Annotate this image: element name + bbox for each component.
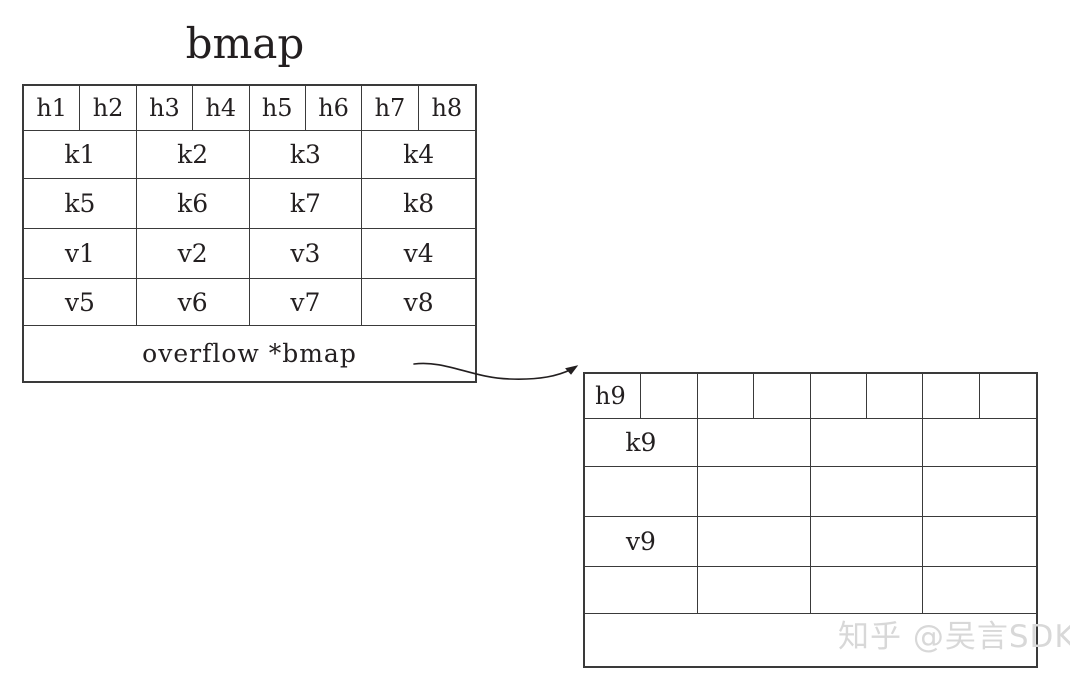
tophash-row: h1 h2 h3 h4 h5 h6 h7 h8 xyxy=(24,86,475,131)
key-cell-k2: k2 xyxy=(137,131,250,178)
tophash-cell-h4: h4 xyxy=(193,86,250,130)
tophash-cell-7 xyxy=(923,374,980,418)
key-cell-7 xyxy=(811,467,924,516)
value-cell-v6: v6 xyxy=(137,279,250,325)
tophash-cell-h6: h6 xyxy=(306,86,363,130)
key-cell-k6: k6 xyxy=(137,179,250,228)
tophash-cell-3 xyxy=(698,374,755,418)
value-row-2 xyxy=(585,567,1036,614)
tophash-cell-2 xyxy=(641,374,698,418)
value-cell-v1: v1 xyxy=(24,229,137,278)
key-cell-k3: k3 xyxy=(250,131,363,178)
value-cell-8 xyxy=(923,567,1036,613)
value-cell-3 xyxy=(811,517,924,566)
value-cell-4 xyxy=(923,517,1036,566)
tophash-cell-h3: h3 xyxy=(137,86,194,130)
tophash-cell-5 xyxy=(811,374,867,418)
value-cell-v5: v5 xyxy=(24,279,137,325)
page-title: bmap xyxy=(185,19,305,68)
key-cell-k5: k5 xyxy=(24,179,137,228)
tophash-cell-4 xyxy=(754,374,811,418)
value-cell-v9: v9 xyxy=(585,517,698,566)
tophash-cell-h9: h9 xyxy=(585,374,642,418)
key-row-2 xyxy=(585,467,1036,517)
bmap-bucket-overflow: h9 k9 v9 xyxy=(583,372,1038,668)
key-cell-4 xyxy=(923,419,1036,466)
key-row-1: k9 xyxy=(585,419,1036,467)
value-row-1: v1 v2 v3 v4 xyxy=(24,229,475,279)
tophash-cell-h1: h1 xyxy=(24,86,81,130)
value-cell-v8: v8 xyxy=(403,287,434,317)
watermark: 知乎 @吴言SDK xyxy=(838,619,1070,655)
tophash-cell-8 xyxy=(980,374,1036,418)
key-cell-2 xyxy=(698,419,811,466)
value-cell-2 xyxy=(698,517,811,566)
value-row-1: v9 xyxy=(585,517,1036,567)
key-cell-5 xyxy=(585,467,698,516)
value-cell-v2: v2 xyxy=(137,229,250,278)
value-cell-5 xyxy=(585,567,698,613)
key-row-2: k5 k6 k7 k8 xyxy=(24,179,475,229)
tophash-cell-h2: h2 xyxy=(80,86,137,130)
overflow-pointer-cell: overflow *bmap xyxy=(142,339,357,368)
key-cell-k1: k1 xyxy=(24,131,137,178)
key-cell-k4: k4 xyxy=(403,140,435,169)
overflow-row: overflow *bmap xyxy=(24,326,475,381)
tophash-cell-6 xyxy=(867,374,924,418)
key-row-1: k1 k2 k3 k4 xyxy=(24,131,475,179)
tophash-cell-h8: h8 xyxy=(431,94,463,122)
value-cell-6 xyxy=(698,567,811,613)
tophash-cell-h5: h5 xyxy=(250,86,306,130)
tophash-row: h9 xyxy=(585,374,1036,419)
key-cell-6 xyxy=(698,467,811,516)
value-cell-v4: v4 xyxy=(403,239,434,268)
key-cell-8 xyxy=(923,467,1036,516)
value-cell-7 xyxy=(811,567,924,613)
key-cell-3 xyxy=(811,419,924,466)
key-cell-k7: k7 xyxy=(250,179,363,228)
tophash-cell-h7: h7 xyxy=(362,86,419,130)
value-cell-v7: v7 xyxy=(250,279,363,325)
value-row-2: v5 v6 v7 v8 xyxy=(24,279,475,326)
bmap-bucket-primary: h1 h2 h3 h4 h5 h6 h7 h8 k1 k2 k3 k4 k5 k… xyxy=(22,84,477,383)
key-cell-k9: k9 xyxy=(585,419,698,466)
value-cell-v3: v3 xyxy=(250,229,363,278)
key-cell-k8: k8 xyxy=(403,189,435,218)
